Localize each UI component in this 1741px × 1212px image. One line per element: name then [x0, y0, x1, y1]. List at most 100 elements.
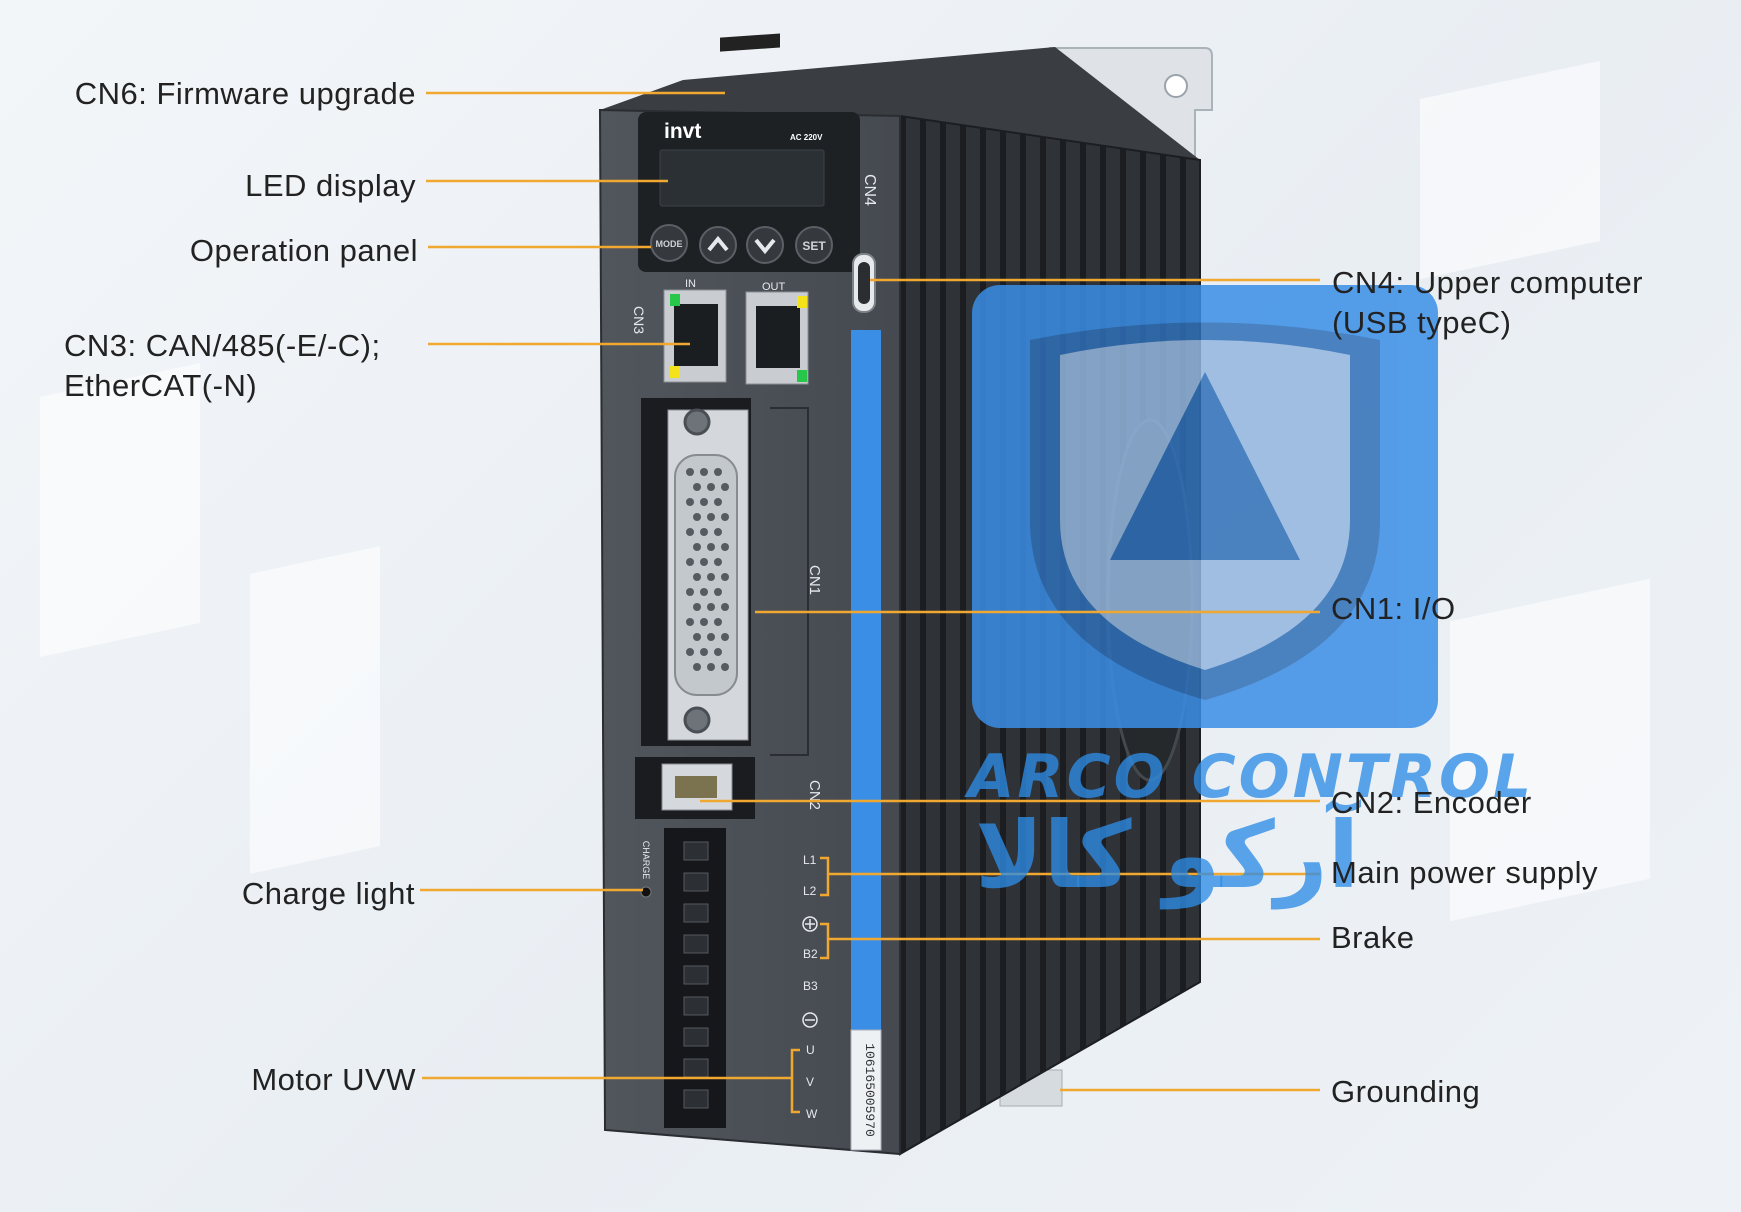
charge-silk: CHARGE — [641, 841, 651, 880]
down-button[interactable] — [746, 226, 784, 264]
connector-pin — [707, 573, 715, 581]
connector-pin — [693, 663, 701, 671]
watermark-text-fa: آرکو کالا — [975, 802, 1360, 909]
screw-icon — [683, 408, 711, 436]
connector-pin — [686, 558, 694, 566]
connector-pin — [721, 663, 729, 671]
cn1-pins — [686, 468, 729, 671]
connector-pin — [721, 633, 729, 641]
terminal-slot — [683, 903, 709, 923]
port-out-label: OUT — [762, 281, 786, 293]
connector-pin — [693, 483, 701, 491]
connector-pin — [693, 543, 701, 551]
serial-label — [850, 1029, 882, 1151]
connector-pin — [714, 618, 722, 626]
label-main-power-supply: Main power supply — [1331, 855, 1598, 890]
connector-pin — [686, 588, 694, 596]
connector-pin — [714, 588, 722, 596]
l2-silk: L2 — [803, 884, 817, 898]
u-silk: U — [806, 1043, 815, 1057]
connector-pin — [707, 483, 715, 491]
terminal-slot — [683, 1089, 709, 1109]
label-cn6-firmware-upgrade: CN6: Firmware upgrade — [74, 76, 416, 111]
firmware-port-cn6 — [720, 33, 780, 52]
cn4-silk: CN4 — [861, 174, 878, 206]
connector-pin — [693, 603, 701, 611]
terminal-slot — [683, 934, 709, 954]
terminal-slot — [683, 872, 709, 892]
watermark-shield — [972, 285, 1438, 728]
connector-pin — [700, 618, 708, 626]
terminal-slots — [683, 841, 709, 1109]
top-face — [600, 47, 1200, 160]
b3-silk: B3 — [803, 979, 818, 993]
cn3-silk: CN3 — [631, 306, 647, 334]
label-charge-light: Charge light — [241, 876, 415, 911]
connector-pin — [693, 573, 701, 581]
leader-lines — [420, 91, 1320, 1092]
plus-icon — [802, 916, 818, 932]
chevron-down-icon — [754, 238, 776, 255]
brand-logo: invt — [664, 120, 701, 143]
connector-pin — [686, 498, 694, 506]
connector-pin — [714, 468, 722, 476]
connector-pin — [721, 483, 729, 491]
led-display — [659, 149, 825, 207]
terminal-slot — [683, 841, 709, 861]
connector-pin — [700, 558, 708, 566]
connector-pin — [714, 498, 722, 506]
terminal-slot — [683, 1058, 709, 1078]
mode-button-label: MODE — [656, 239, 683, 249]
connector-pin — [707, 663, 715, 671]
cn2-silk: CN2 — [806, 780, 823, 810]
connector-pin — [700, 648, 708, 656]
set-button[interactable] — [795, 226, 833, 264]
label-cn3: CN3: CAN/485(-E/-C); EtherCAT(-N) — [64, 326, 381, 406]
rating-label: AC 220V — [790, 133, 823, 142]
connector-pin — [707, 543, 715, 551]
link-led-yellow — [797, 296, 807, 308]
terminal-slot — [683, 1027, 709, 1047]
connector-pin — [707, 633, 715, 641]
label-cn3-line1: CN3: CAN/485(-E/-C); — [64, 328, 381, 363]
connector-pin — [686, 468, 694, 476]
label-cn4: CN4: Upper computer (USB typeC) — [1332, 263, 1643, 343]
rj45-socket — [674, 304, 718, 366]
label-grounding: Grounding — [1331, 1074, 1481, 1109]
link-led-green — [797, 370, 807, 382]
mode-button[interactable] — [650, 224, 688, 262]
watermark-text-en: ARCO CONTROL — [968, 742, 1535, 812]
label-operation-panel: Operation panel — [189, 233, 418, 268]
connector-pin — [721, 603, 729, 611]
connector-pin — [686, 648, 694, 656]
label-brake: Brake — [1331, 920, 1415, 955]
connector-pin — [686, 618, 694, 626]
connector-pin — [686, 528, 694, 536]
l1-silk: L1 — [803, 853, 817, 867]
label-cn4-line2: (USB typeC) — [1332, 305, 1512, 340]
connector-pin — [714, 558, 722, 566]
chevron-up-icon — [707, 235, 729, 252]
connector-pin — [700, 468, 708, 476]
connector-pin — [693, 633, 701, 641]
connector-pin — [721, 513, 729, 521]
terminal-slot — [683, 965, 709, 985]
label-motor-uvw: Motor UVW — [251, 1062, 416, 1097]
label-cn4-line1: CN4: Upper computer — [1332, 265, 1644, 300]
link-led-yellow — [670, 366, 680, 378]
b2-silk: B2 — [803, 947, 818, 961]
label-led-display: LED display — [245, 168, 416, 203]
connector-pin — [700, 498, 708, 506]
connector-pin — [700, 528, 708, 536]
up-button[interactable] — [699, 226, 737, 264]
link-led-green — [670, 294, 680, 306]
rj45-socket — [756, 306, 800, 368]
label-cn3-line2: EtherCAT(-N) — [64, 368, 258, 403]
v-silk: V — [806, 1075, 814, 1089]
serial-number: 106165005970 — [862, 1043, 877, 1137]
connector-pin — [700, 588, 708, 596]
connector-pin — [714, 648, 722, 656]
accent-strip — [851, 330, 881, 1030]
minus-icon — [802, 1012, 818, 1028]
mounting-hole — [1164, 74, 1188, 98]
